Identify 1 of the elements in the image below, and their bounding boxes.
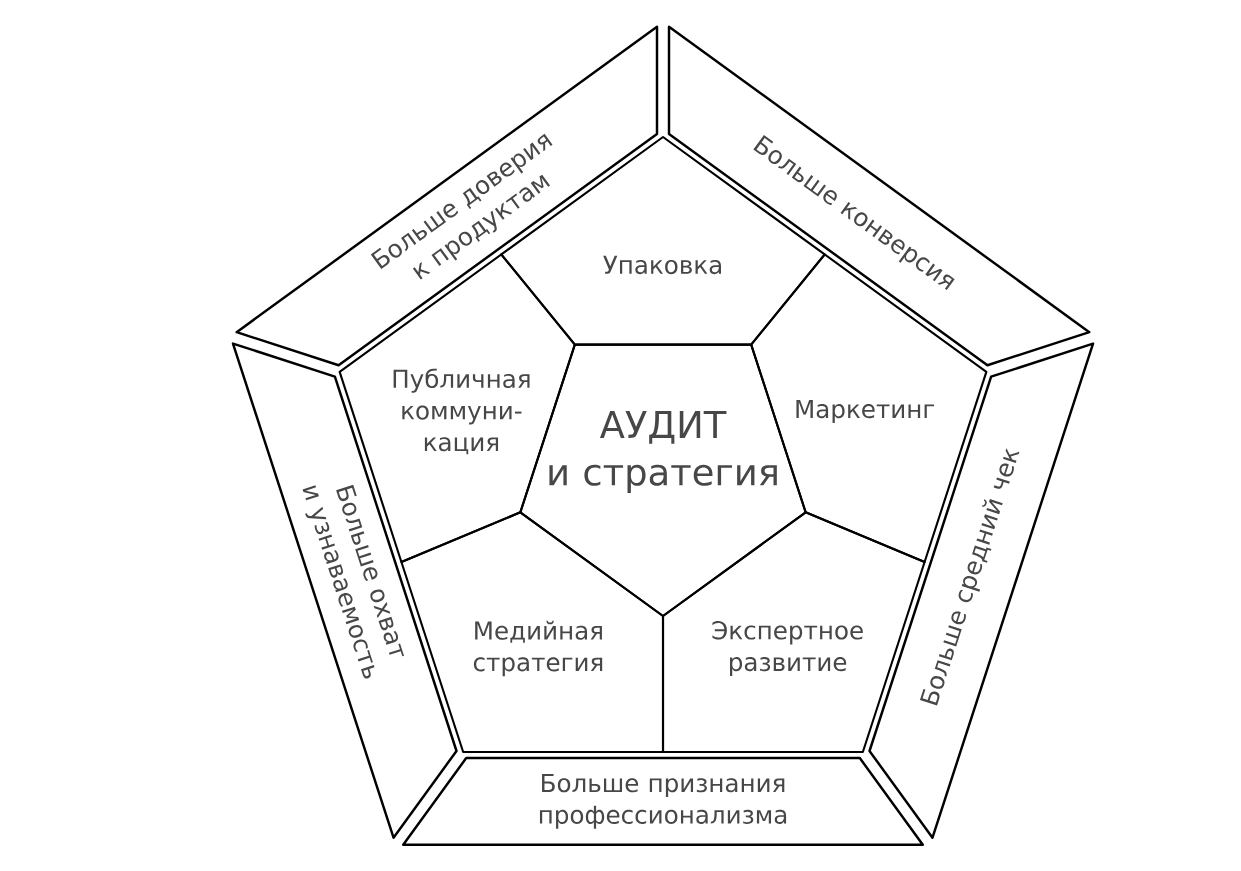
- pentagon-segment: Больше признания профессионализма: [402, 756, 924, 846]
